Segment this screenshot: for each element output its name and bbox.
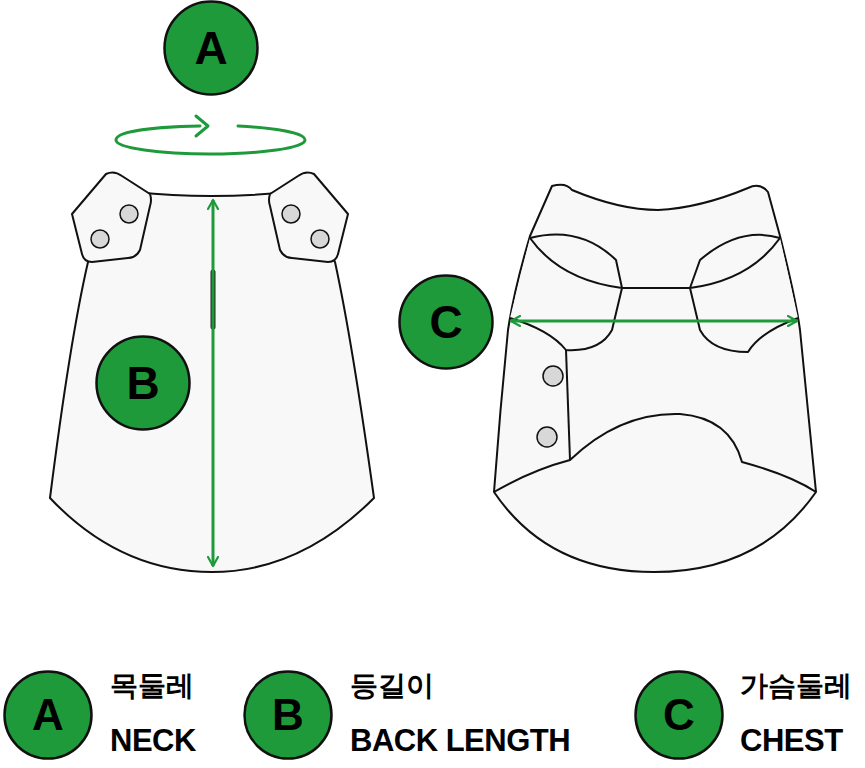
back-length-arrow: [212, 200, 215, 566]
measure-name-en: BACK LENGTH: [350, 725, 570, 756]
callout-circle: B: [95, 335, 191, 431]
garment-front: [494, 185, 816, 572]
measure-name-ko: 가슴둘레: [740, 672, 852, 700]
callout-letter: A: [3, 670, 93, 760]
measure-name-ko: 목둘레: [110, 672, 194, 700]
callout-circle: C: [398, 274, 494, 370]
callout-letter: A: [163, 0, 259, 96]
legend-circle: C가슴둘레CHEST: [634, 670, 724, 760]
measure-name-en: NECK: [110, 725, 196, 756]
callout-letter: C: [398, 274, 494, 370]
callout-letter: B: [95, 335, 191, 431]
measure-name-en: CHEST: [740, 725, 843, 756]
chest-arrow: [511, 320, 797, 323]
measure-name-ko: 등길이: [350, 672, 434, 700]
legend-circle: A목둘레NECK: [3, 670, 93, 760]
callout-letter: C: [634, 670, 724, 760]
garment-back: [50, 172, 374, 572]
legend-circle: B등길이BACK LENGTH: [243, 670, 333, 760]
callout-circle: A: [163, 0, 259, 96]
neck-ring: [116, 116, 305, 154]
callout-letter: B: [243, 670, 333, 760]
